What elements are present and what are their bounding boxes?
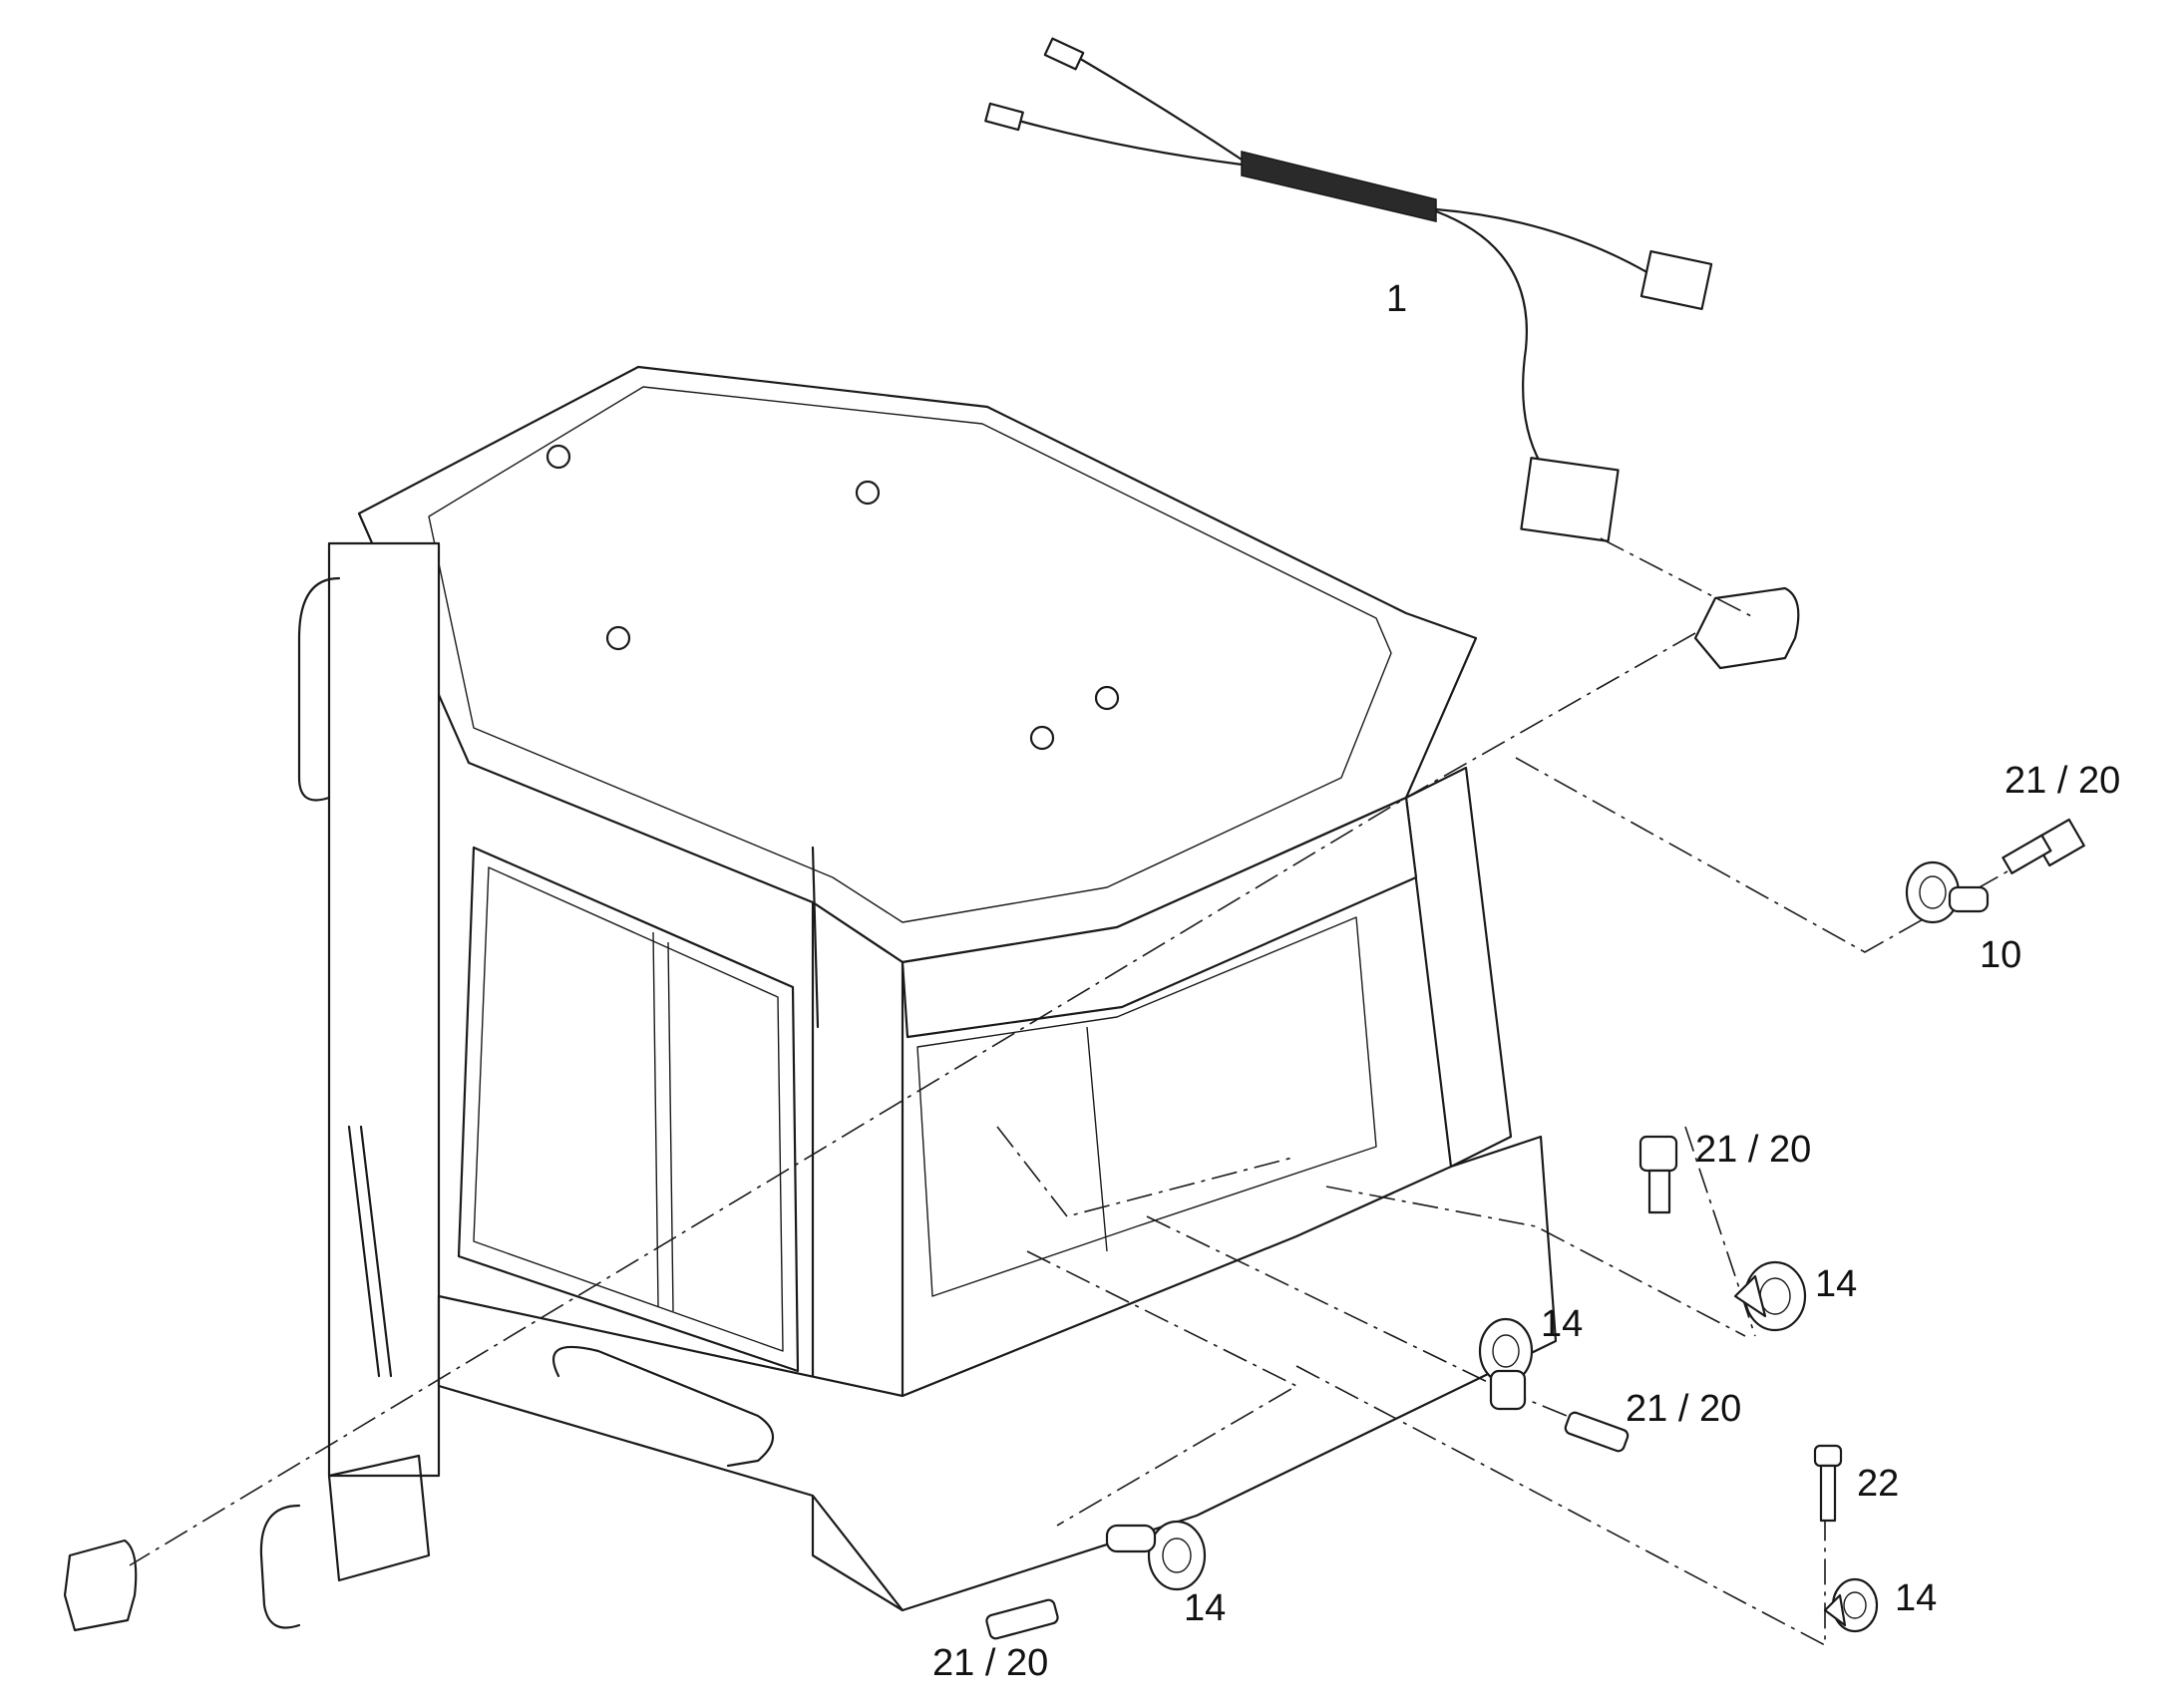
- roof-nut: [1029, 725, 1055, 751]
- base-step-bracket: [327, 1454, 431, 1582]
- front-header-beam: [901, 796, 1418, 1039]
- bolt-21-20-center: [1564, 1411, 1630, 1453]
- front-right-post: [1404, 766, 1513, 1169]
- wiring-harness: [984, 37, 1713, 542]
- callout-14-center: 14: [1541, 1303, 1583, 1345]
- harness-terminal: [984, 102, 1024, 132]
- side-grab-handle: [552, 1345, 774, 1468]
- clamp-10: [1905, 860, 1990, 924]
- callout-labels: 1 21 / 20 10 21 / 20 14 14 21 / 20 22 14…: [932, 278, 2120, 1684]
- callout-14-bottom-right: 14: [1895, 1577, 1937, 1619]
- roof-nut: [855, 480, 881, 506]
- harness-connector-small: [1639, 249, 1713, 311]
- bolt-21-20-mid-right: [1638, 1135, 1678, 1214]
- rear-grab-bar: [297, 576, 341, 802]
- harness-terminal: [1043, 37, 1085, 71]
- callout-21-20-center: 21 / 20: [1626, 1388, 1741, 1430]
- bolt-21-20-top-right: [2001, 818, 2085, 874]
- front-windshield: [916, 916, 1377, 1297]
- callout-21-20-mid-right: 21 / 20: [1695, 1129, 1811, 1171]
- clamp-14-mid-right: [1733, 1260, 1807, 1332]
- callout-21-20-bottom-left: 21 / 20: [932, 1642, 1048, 1684]
- callout-10: 10: [1980, 934, 2021, 976]
- harness-connector-large: [1520, 457, 1620, 542]
- roof-nut: [605, 625, 631, 651]
- clamp-14-bottom-right: [1823, 1577, 1879, 1633]
- callout-1: 1: [1386, 278, 1407, 320]
- clamp-14-center: [1478, 1317, 1534, 1411]
- roof-nut: [1094, 685, 1120, 711]
- callout-22: 22: [1857, 1463, 1899, 1505]
- antenna: [811, 846, 820, 1029]
- front-work-light: [1693, 586, 1800, 670]
- wiper-arm: [347, 1125, 381, 1378]
- callout-21-20-top-right: 21 / 20: [2004, 760, 2120, 802]
- roof-nut: [545, 444, 571, 470]
- left-door-glass: [473, 866, 784, 1352]
- cab-roof-panel: [428, 386, 1392, 923]
- cab-frame: [259, 365, 1558, 1629]
- harness-sleeve: [1241, 151, 1437, 222]
- callout-14-mid-right: 14: [1815, 1263, 1857, 1305]
- cab-base: [437, 1135, 1558, 1612]
- callout-14-bottom-left: 14: [1184, 1587, 1226, 1629]
- clamp-14-bottom-left: [1105, 1520, 1207, 1591]
- bolt-21-20-bottom-left: [985, 1598, 1059, 1640]
- left-door-frame: [457, 846, 800, 1373]
- rear-left-post: [327, 541, 441, 1478]
- rear-step-handle: [259, 1504, 301, 1629]
- rear-work-light: [63, 1538, 138, 1632]
- bolt-22: [1813, 1444, 1843, 1523]
